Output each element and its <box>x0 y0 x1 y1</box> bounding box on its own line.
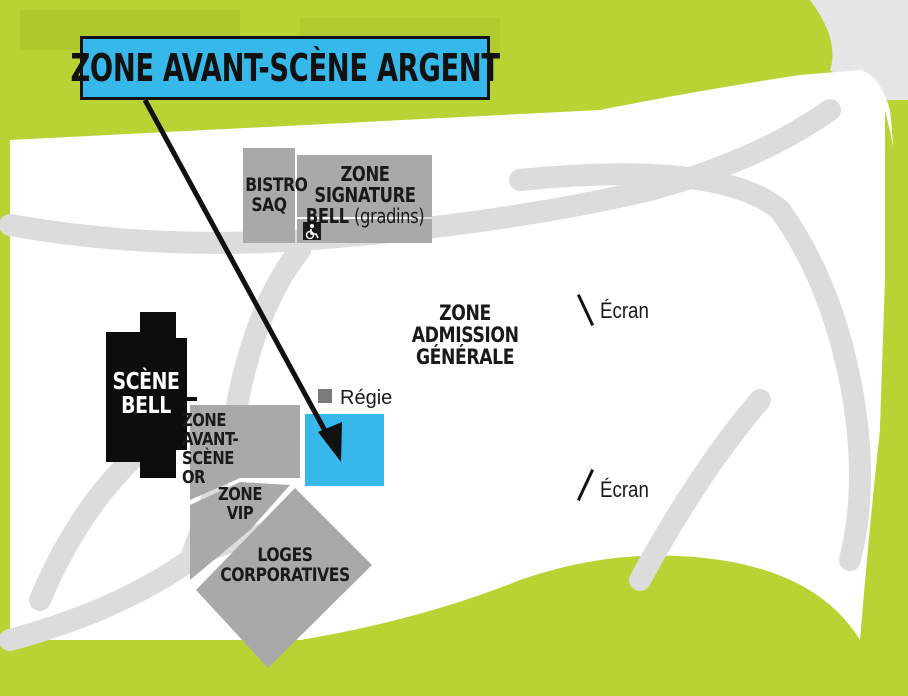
zone-vip-label: ZONE VIP <box>215 484 264 524</box>
signature-label-bell: BELL <box>305 204 349 228</box>
zone-vip <box>190 482 290 580</box>
loges-corporatives <box>196 488 372 668</box>
zone-vip-label-line2: VIP <box>226 502 254 524</box>
stage-bell <box>106 312 187 478</box>
screen-label-1: Écran <box>600 298 649 323</box>
zone-avant-scene-argent <box>305 414 384 486</box>
arrow-head <box>318 422 342 462</box>
zone-or-label: ZONE AVANT-SCÈNE OR <box>182 410 280 488</box>
zone-or-label-line2: AVANT-SCÈNE <box>182 428 239 469</box>
pointer-arrow <box>142 98 333 442</box>
grass-bottom <box>0 555 860 696</box>
wheelchair-icon <box>310 224 314 228</box>
signature-label-line2: BELL (gradins) <box>304 206 427 227</box>
regie-marker <box>318 389 332 403</box>
regie-label: Régie <box>340 387 393 409</box>
highlight-title-box: ZONE AVANT-SCÈNE ARGENT <box>70 36 500 100</box>
loges-corporatives-label: LOGES CORPORATIVES <box>219 544 350 586</box>
bistro-saq-label: BISTRO SAQ <box>245 174 308 216</box>
signature-bell-label: ZONE SIGNATURE BELL (gradins) <box>304 164 427 227</box>
zone-avant-scene-or <box>190 405 300 500</box>
admission-label-line2: ADMISSION <box>411 323 519 348</box>
admission-label-line3: GÉNÉRALE <box>415 345 515 370</box>
stage-connector <box>187 397 197 401</box>
stage-label-line2: BELL <box>121 393 171 420</box>
loges-label-line2: CORPORATIVES <box>220 563 350 586</box>
bistro-label-line2: SAQ <box>251 193 287 216</box>
stage-label-line1: SCÈNE <box>112 369 180 395</box>
admission-generale-label: ZONE ADMISSION GÉNÉRALE <box>412 302 519 368</box>
bistro-saq-zone <box>243 148 295 243</box>
bistro-label-line1: BISTRO <box>245 174 308 196</box>
screen-label-2: Écran <box>600 477 649 502</box>
zone-or-label-line1: ZONE <box>182 410 227 431</box>
grass-edge <box>860 110 908 696</box>
signature-bell-zone <box>297 155 432 217</box>
stage-bell-label: SCÈNE BELL <box>105 370 187 418</box>
highlight-title: ZONE AVANT-SCÈNE ARGENT <box>70 46 500 90</box>
loges-label-line1: LOGES <box>257 544 313 566</box>
wheelchair-icon <box>305 230 315 240</box>
admission-label-line1: ZONE <box>439 301 491 325</box>
signature-label-gradins: (gradins) <box>354 204 425 228</box>
zone-or-label-line3: OR <box>182 466 206 488</box>
road-top-right <box>810 0 908 70</box>
zone-vip-label-line1: ZONE <box>217 484 263 505</box>
signature-label-line1: ZONE SIGNATURE <box>314 162 416 207</box>
